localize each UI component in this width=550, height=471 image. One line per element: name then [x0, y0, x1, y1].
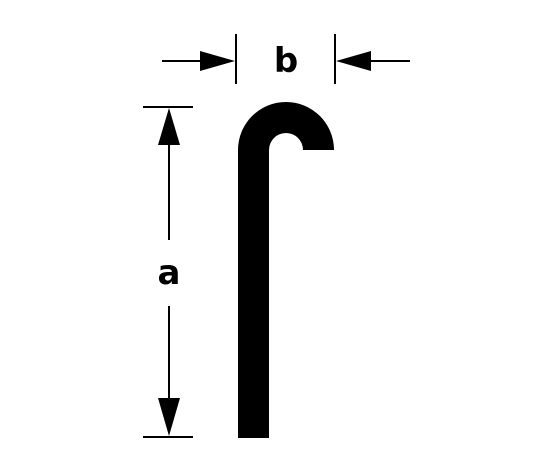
dimension-label-a: a — [158, 253, 181, 293]
dimension-b: b — [162, 34, 410, 84]
arrowhead-left-pointing — [336, 51, 371, 71]
hook-shape — [238, 102, 334, 438]
dimension-label-b: b — [274, 41, 298, 81]
arrowhead-down-pointing — [158, 398, 180, 436]
arrowhead-right-pointing — [200, 51, 235, 71]
dimension-a: a — [143, 106, 193, 438]
arrowhead-up-pointing — [158, 108, 180, 145]
